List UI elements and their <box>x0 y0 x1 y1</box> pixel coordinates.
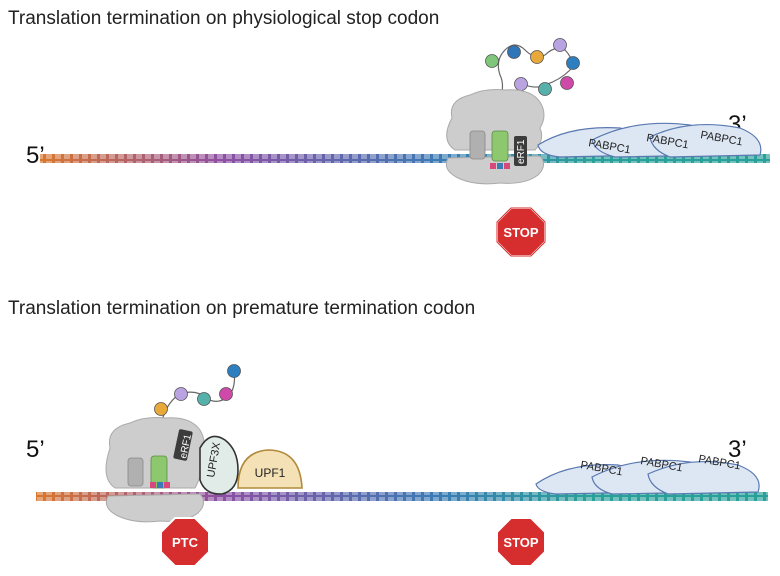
top-stop-text: STOP <box>503 225 538 240</box>
peptide-bead <box>197 392 211 406</box>
upf1-label: UPF1 <box>255 466 286 480</box>
peptide-bead <box>553 38 567 52</box>
upf1-protein: UPF1 <box>237 449 303 489</box>
peptide-bead <box>174 387 188 401</box>
bottom-stop-text: STOP <box>503 535 538 550</box>
peptide-bead <box>530 50 544 64</box>
peptide-bead <box>538 82 552 96</box>
top-pabp-group: PABPC1 PABPC1 PABPC1 <box>537 122 762 158</box>
bottom-pabp-group: PABPC1 PABPC1 PABPC1 <box>535 453 760 495</box>
bottom-stop-sign: STOP <box>496 517 546 567</box>
peptide-bead <box>514 77 528 91</box>
bottom-ribosome: eRF1 <box>105 417 205 523</box>
top-erf1-label: eRF1 <box>516 139 527 164</box>
bottom-5-prime-label: 5’ <box>26 436 45 463</box>
bottom-mrna <box>36 492 768 501</box>
bottom-erf1-label: eRF1 <box>178 433 194 460</box>
peptide-bead <box>219 387 233 401</box>
pabp-protein <box>649 124 762 158</box>
bottom-3-prime-label: 3’ <box>728 436 747 463</box>
peptide-bead <box>485 54 499 68</box>
peptide-bead <box>154 402 168 416</box>
peptide-bead <box>507 45 521 59</box>
ptc-text: PTC <box>172 535 199 550</box>
top-stop-sign: STOP <box>496 207 546 257</box>
upf3x-protein: UPF3X <box>199 435 239 495</box>
top-ribosome: eRF1 <box>445 89 545 185</box>
top-panel-title: Translation termination on physiological… <box>8 8 440 29</box>
top-mrna <box>40 154 770 163</box>
peptide-bead <box>560 76 574 90</box>
peptide-bead <box>227 364 241 378</box>
peptide-bead <box>566 56 580 70</box>
ptc-sign: PTC <box>160 517 210 567</box>
top-5-prime-label: 5’ <box>26 142 45 169</box>
pabp-protein <box>647 461 760 495</box>
bottom-panel-title: Translation termination on premature ter… <box>8 298 476 319</box>
